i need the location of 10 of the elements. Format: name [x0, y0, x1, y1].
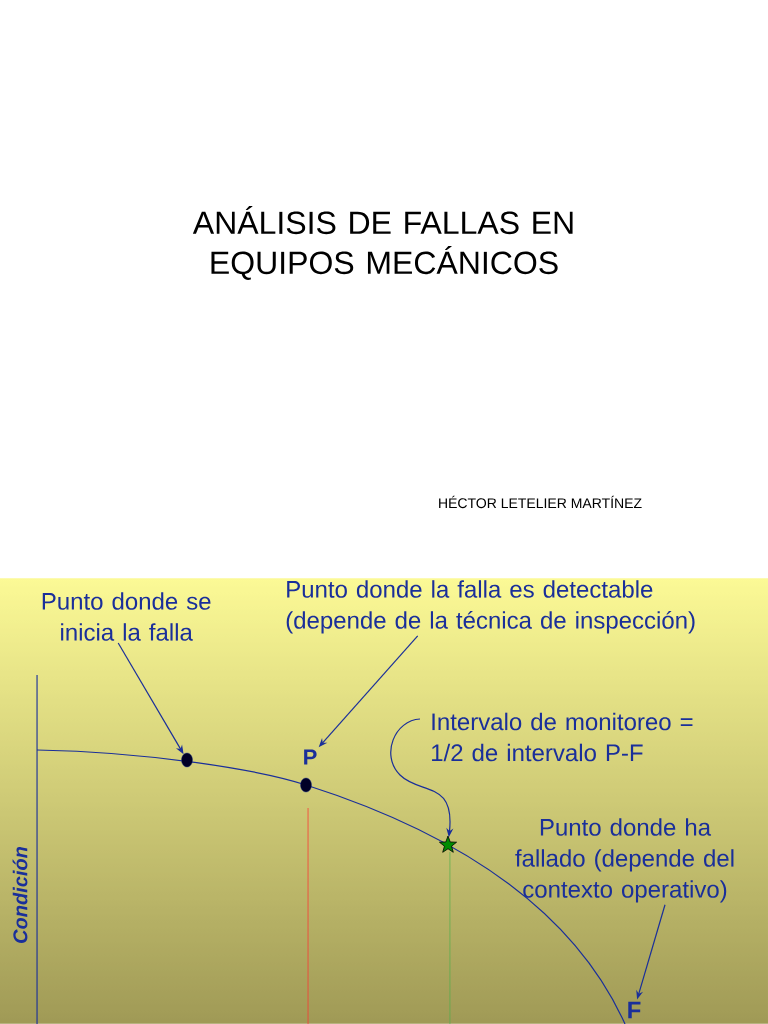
author-name: HÉCTOR LETELIER MARTÍNEZ: [439, 495, 642, 509]
point-label: P: [304, 749, 317, 765]
title: ANÁLISIS DE FALLAS EN EQUIPOS MECÁNICOS: [192, 206, 573, 280]
annotation-text: Intervalo de monitoreo = 1/2 de intervalo P-F: [432, 712, 693, 762]
star-marker: [439, 835, 457, 853]
annotation-text: Punto donde se inicia la falla: [42, 592, 211, 641]
annotation-text: Punto donde la falla es detectable (depende de la técnica de inspección): [286, 580, 695, 634]
axis-label: Condición: [12, 846, 28, 943]
annotation-text: Punto donde ha fallado (depende del contexto operativo): [515, 818, 734, 903]
point-label: F: [628, 1001, 641, 1019]
